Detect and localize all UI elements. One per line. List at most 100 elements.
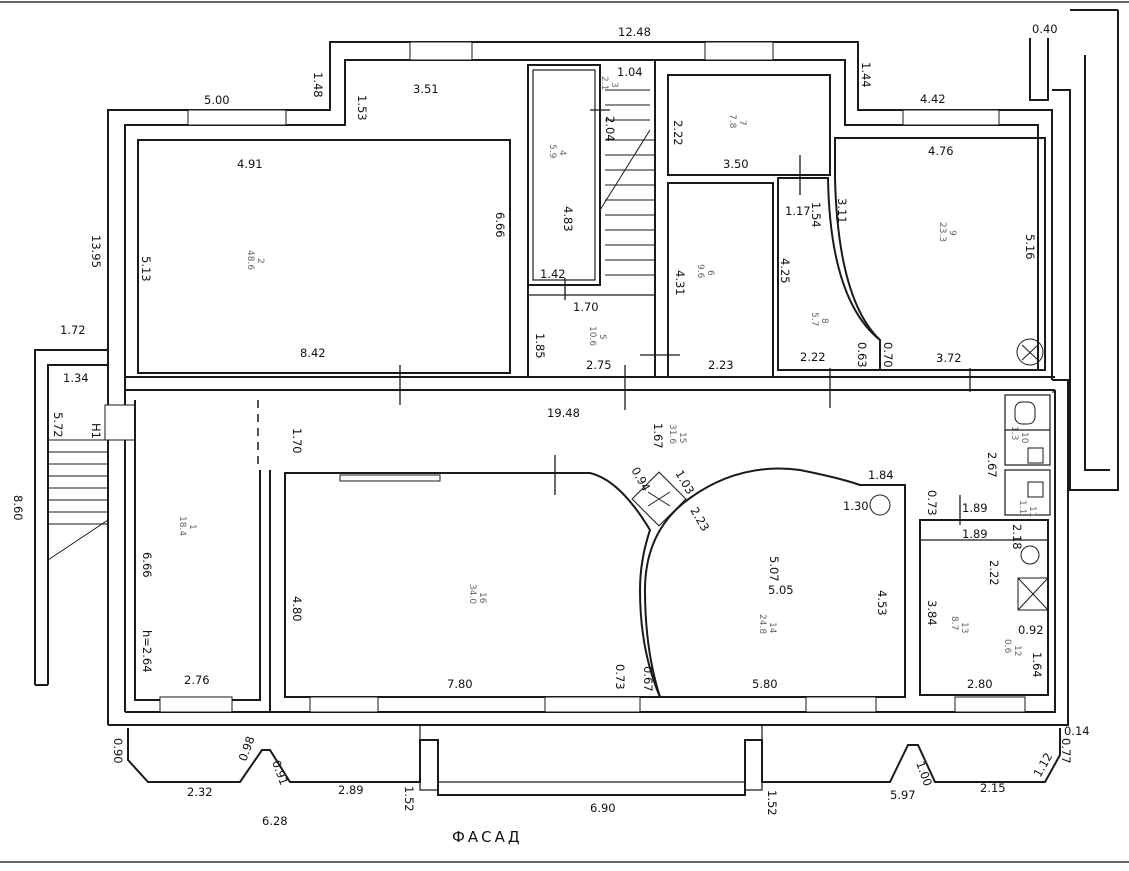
dim-outer-height: 8.60 [11, 495, 25, 521]
windows [159, 41, 1026, 713]
dim-facade-total: 6.28 [262, 814, 288, 828]
dim-label: 0.67 [641, 666, 655, 692]
dim-label: 0.73 [613, 664, 627, 690]
dim-label: 6.66 [140, 552, 154, 578]
svg-text:2: 2 [255, 258, 265, 264]
dim-label: 1.42 [540, 267, 566, 281]
dim-label: 5.80 [752, 677, 778, 691]
dim-label: 1.53 [355, 95, 369, 121]
svg-text:14: 14 [767, 622, 777, 634]
svg-text:9.6: 9.6 [695, 264, 705, 279]
dim-label: 4.25 [778, 258, 792, 284]
dim-label: 6.66 [493, 212, 507, 238]
dim-label: 0.90 [111, 738, 125, 764]
dim-top-right: 0.40 [1032, 22, 1058, 36]
svg-text:31.6: 31.6 [667, 424, 677, 444]
svg-text:6: 6 [705, 270, 715, 276]
dim-label: 1.12 [1030, 750, 1055, 779]
dim-label: 1.70 [290, 428, 304, 454]
dim-label: 2.32 [187, 785, 213, 799]
dim-label: 1.85 [533, 333, 547, 359]
svg-text:0.6: 0.6 [1002, 639, 1012, 654]
room-14-label: 14 24.8 [757, 614, 777, 634]
dim-label: 1.03 [672, 468, 697, 497]
room-7-label: 7 7.8 [727, 114, 747, 129]
dim-label: 4.80 [290, 596, 304, 622]
dim-top-width: 12.48 [618, 25, 651, 39]
dim-label: 4.91 [237, 157, 263, 171]
svg-text:5.7: 5.7 [809, 312, 819, 326]
door-marks [399, 96, 971, 525]
svg-text:8: 8 [819, 318, 829, 324]
dim-label: 4.31 [673, 270, 687, 296]
core-stair-treads [599, 89, 655, 276]
svg-text:16: 16 [477, 592, 487, 604]
svg-text:1.3: 1.3 [1009, 426, 1019, 440]
dim-label: H1 [89, 423, 103, 439]
dim-label: 2.18 [1010, 524, 1024, 550]
left-stair-treads [47, 439, 109, 561]
room-5-label: 5 10.6 [587, 326, 607, 346]
room-2-label: 2 48.6 [245, 250, 265, 270]
dim-label: 2.67 [985, 452, 999, 478]
dim-label: 5.05 [768, 583, 794, 597]
room-12-label: 12 0.6 [1002, 639, 1022, 656]
facade-title: ФАСАД [452, 828, 523, 846]
room-6-label: 6 9.6 [695, 264, 715, 279]
dim-label: 2.22 [671, 120, 685, 146]
dim-label: 4.42 [920, 92, 946, 106]
dim-label: 1.54 [809, 202, 823, 228]
dim-label: 1.84 [868, 468, 894, 482]
dim-label: 2.23 [708, 358, 734, 372]
dim-label: 8.42 [300, 346, 326, 360]
svg-text:9: 9 [947, 230, 957, 236]
dim-left-height: 13.95 [89, 235, 103, 268]
room-4-label: 4 5.9 [547, 144, 567, 159]
dim-label: 3.50 [723, 157, 749, 171]
svg-text:5: 5 [597, 334, 607, 340]
dim-label: 0.92 [1018, 623, 1044, 637]
dim-label: 5.07 [767, 556, 781, 582]
room-11-label: 11 1.1 [1017, 500, 1037, 517]
dim-label: 0.70 [881, 342, 895, 368]
dim-label: 2.80 [967, 677, 993, 691]
svg-text:10: 10 [1019, 432, 1029, 444]
svg-text:48.6: 48.6 [245, 250, 255, 270]
room-13-label: 13 8.7 [949, 616, 969, 633]
dim-label: 0.91 [269, 758, 291, 787]
room-10-label: 10 1.3 [1009, 426, 1029, 444]
dim-label: 0.63 [855, 342, 869, 368]
dim-label: 2.89 [338, 783, 364, 797]
dim-label: 5.16 [1023, 234, 1037, 260]
dim-label: 2.04 [603, 116, 617, 142]
svg-text:7: 7 [737, 120, 747, 126]
room-16-label: 16 34.0 [467, 584, 487, 604]
dim-label: 2.22 [800, 350, 826, 364]
facade-outline [127, 725, 1061, 796]
dim-label: 1.30 [843, 499, 869, 513]
dim-label: 0.14 [1064, 724, 1090, 738]
svg-text:1.1: 1.1 [1017, 500, 1027, 514]
dim-label: 2.23 [687, 505, 712, 534]
dim-front-width: 6.90 [590, 801, 616, 815]
dim-label: 1.44 [859, 62, 873, 88]
interior-walls [125, 60, 1055, 712]
svg-text:15: 15 [677, 432, 687, 443]
dim-label: 0.98 [236, 734, 258, 763]
dim-label: 5.72 [51, 412, 65, 438]
dim-label: 1.00 [913, 759, 935, 788]
fixtures [631, 338, 1049, 611]
room-labels: 2 48.6 4 5.9 3 2.1 7 7.8 9 23.3 6 9.6 8 … [177, 76, 1037, 656]
svg-text:13: 13 [959, 622, 969, 633]
dim-label: 1.64 [1030, 652, 1044, 678]
svg-text:8.7: 8.7 [949, 616, 959, 630]
dim-label: 4.76 [928, 144, 954, 158]
dim-label: 1.48 [311, 72, 325, 98]
svg-text:2.1: 2.1 [599, 76, 609, 90]
dim-label: 2.76 [184, 673, 210, 687]
dim-label: 0.73 [925, 490, 939, 516]
dim-label: 1.72 [60, 323, 86, 337]
svg-text:18.4: 18.4 [177, 516, 187, 536]
svg-text:1: 1 [187, 524, 197, 530]
svg-text:4: 4 [557, 150, 567, 156]
